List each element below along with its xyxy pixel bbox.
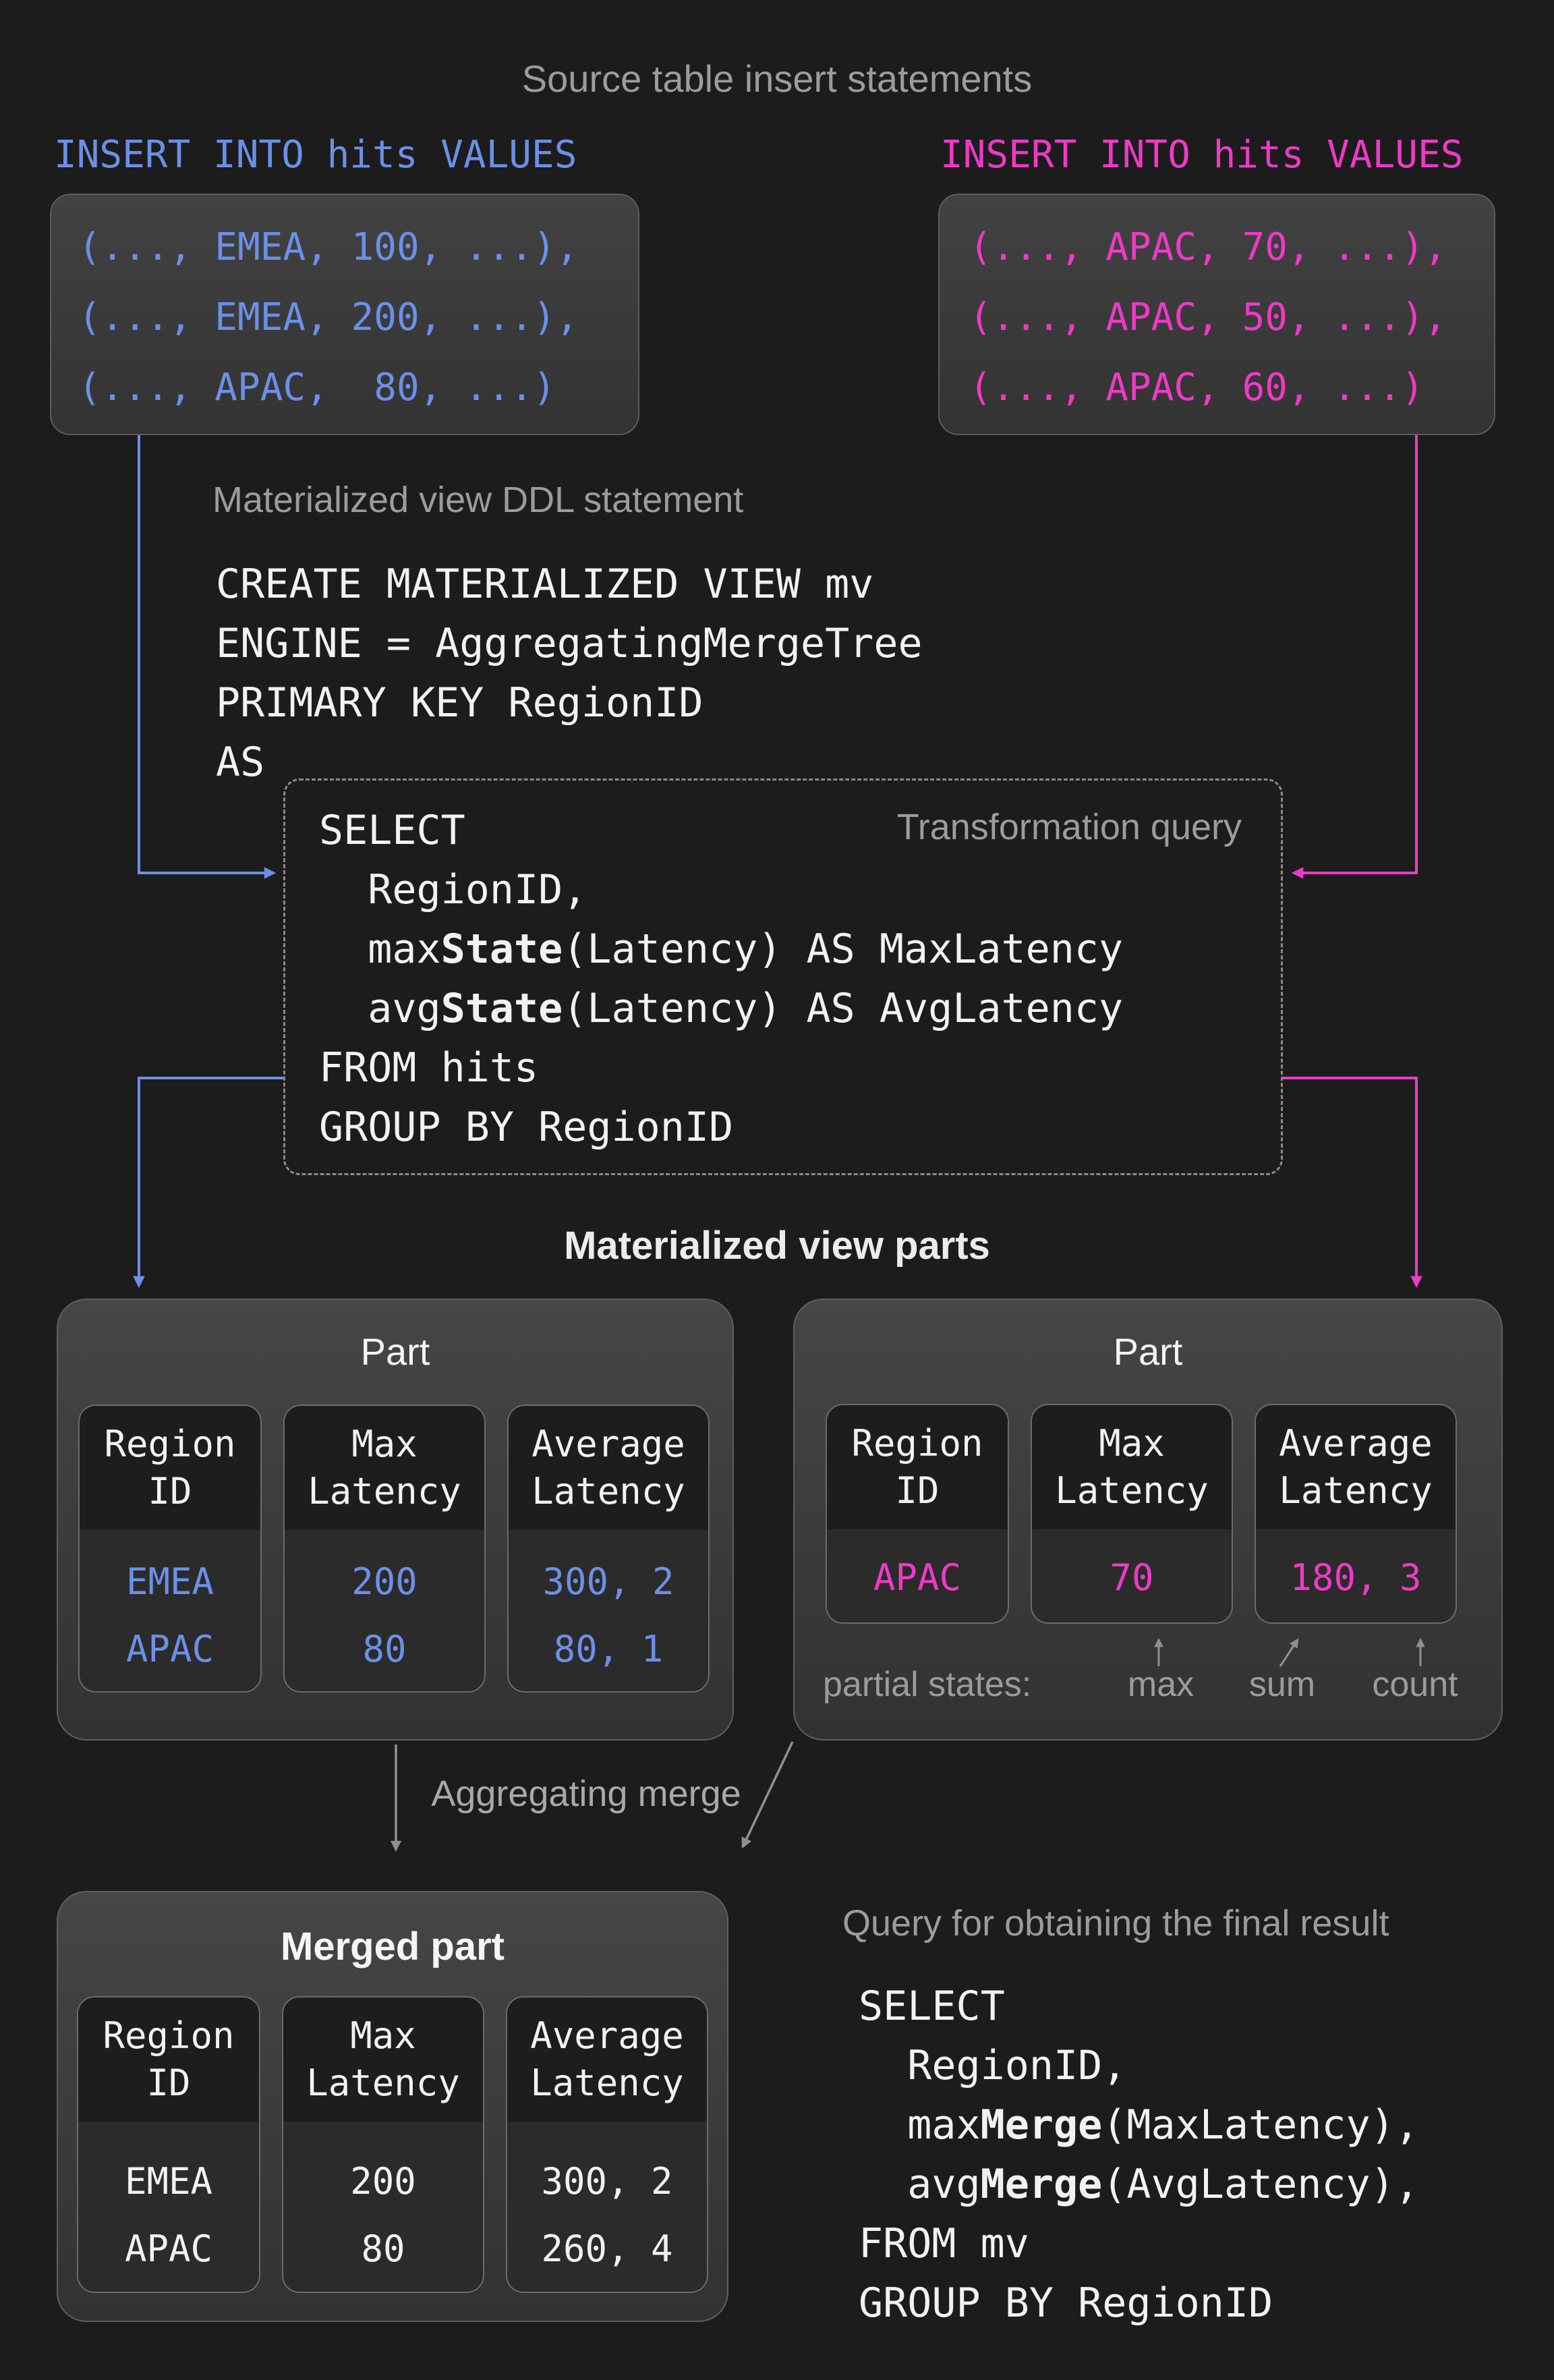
code-line: RegionID, — [859, 2042, 1127, 2089]
region-id-column: Region ID APAC — [826, 1404, 1009, 1624]
cell-value: 180, 3 — [1290, 1556, 1422, 1599]
ddl-heading: Materialized view DDL statement — [212, 480, 744, 520]
right-insert-line: (..., APAC, 60, ...) — [969, 366, 1424, 409]
transformation-query-box: Transformation query SELECT RegionID, ma… — [283, 778, 1283, 1175]
column-header: Average Latency — [509, 1406, 708, 1530]
column-header: Average Latency — [507, 1998, 707, 2122]
merged-part-title: Merged part — [281, 1925, 505, 1968]
cell-value: 80 — [362, 1627, 407, 1670]
transformation-query-label: Transformation query — [896, 807, 1242, 847]
left-insert-line: (..., EMEA, 200, ...), — [78, 295, 579, 339]
ddl-line: ENGINE = AggregatingMergeTree — [216, 620, 923, 667]
region-id-column: Region ID EMEA APAC — [77, 1996, 260, 2293]
cell-value: EMEA — [124, 2159, 213, 2203]
code-line: FROM mv — [859, 2220, 1029, 2267]
column-header: Max Latency — [283, 1998, 483, 2122]
cell-value: 70 — [1110, 1556, 1154, 1599]
average-latency-column: Average Latency 300, 2 260, 4 — [506, 1996, 708, 2293]
ddl-code: CREATE MATERIALIZED VIEW mv ENGINE = Agg… — [216, 555, 923, 792]
cell-value: 300, 2 — [542, 1560, 674, 1603]
code-line: avgState(Latency) AS AvgLatency — [319, 985, 1124, 1032]
cell-value: 80 — [361, 2227, 405, 2270]
gray-arrow-right-part-to-merged — [741, 1741, 794, 1849]
final-query-heading: Query for obtaining the final result — [842, 1903, 1389, 1944]
code-line: SELECT — [859, 1983, 1005, 2030]
left-insert-header: INSERT INTO hits VALUES — [54, 133, 577, 177]
column-header: Region ID — [827, 1405, 1008, 1529]
code-line: RegionID, — [319, 866, 587, 913]
code-line: maxState(Latency) AS MaxLatency — [319, 926, 1124, 973]
code-line: GROUP BY RegionID — [859, 2279, 1273, 2327]
ddl-line: CREATE MATERIALIZED VIEW mv — [216, 561, 874, 608]
partial-state-count-label: count — [1372, 1665, 1458, 1704]
column-header: Average Latency — [1256, 1405, 1456, 1529]
part-title: Part — [1113, 1330, 1183, 1373]
transformation-query-code: SELECT RegionID, maxState(Latency) AS Ma… — [319, 801, 1123, 1157]
code-line: FROM hits — [319, 1044, 539, 1092]
average-latency-column: Average Latency 180, 3 — [1255, 1404, 1457, 1624]
cell-value: 260, 4 — [541, 2227, 673, 2270]
blue-arrow-query-to-part — [133, 1077, 283, 1288]
region-id-column: Region ID EMEA APAC — [78, 1405, 262, 1693]
right-part-box: Part Region ID APAC Max Latency 70 Avera… — [793, 1299, 1503, 1740]
partial-states-label: partial states: — [823, 1665, 1032, 1704]
right-insert-line: (..., APAC, 50, ...), — [969, 295, 1447, 339]
final-query-code: SELECT RegionID, maxMerge(MaxLatency), a… — [859, 1977, 1419, 2333]
cell-value: APAC — [124, 2227, 213, 2270]
cell-value: 80, 1 — [553, 1627, 664, 1670]
right-insert-box: (..., APAC, 70, ...), (..., APAC, 50, ..… — [938, 194, 1495, 435]
pink-arrow-query-to-part — [1283, 1077, 1422, 1288]
average-latency-column: Average Latency 300, 2 80, 1 — [507, 1405, 710, 1693]
cell-value: 200 — [351, 1560, 418, 1603]
code-line: avgMerge(AvgLatency), — [859, 2161, 1419, 2208]
code-line: GROUP BY RegionID — [319, 1104, 734, 1151]
cell-value: APAC — [873, 1556, 962, 1599]
code-line: SELECT — [319, 807, 465, 854]
left-insert-line: (..., APAC, 80, ...) — [78, 366, 556, 409]
cell-value: 300, 2 — [541, 2159, 673, 2203]
left-insert-box: (..., EMEA, 100, ...), (..., EMEA, 200, … — [50, 194, 639, 435]
merged-part-box: Merged part Region ID EMEA APAC Max Late… — [57, 1891, 728, 2322]
cell-value: EMEA — [125, 1560, 214, 1603]
pink-arrow-insert-to-query — [1291, 435, 1418, 879]
right-insert-line: (..., APAC, 70, ...), — [969, 225, 1447, 269]
max-latency-column: Max Latency 200 80 — [282, 1996, 484, 2293]
cell-value: 200 — [350, 2159, 416, 2203]
source-statements-heading: Source table insert statements — [521, 57, 1033, 100]
column-header: Region ID — [78, 1998, 259, 2122]
column-header: Max Latency — [285, 1406, 484, 1530]
column-header: Region ID — [80, 1406, 260, 1530]
code-line: maxMerge(MaxLatency), — [859, 2101, 1419, 2149]
partial-state-max-label: max — [1127, 1665, 1195, 1704]
left-part-box: Part Region ID EMEA APAC Max Latency 200… — [57, 1299, 734, 1740]
column-header: Max Latency — [1032, 1405, 1232, 1529]
right-insert-header: INSERT INTO hits VALUES — [940, 133, 1464, 177]
cell-value: APAC — [125, 1627, 214, 1670]
partial-state-sum-label: sum — [1248, 1665, 1316, 1704]
part-title: Part — [360, 1330, 430, 1373]
ddl-line: PRIMARY KEY RegionID — [216, 679, 703, 727]
max-latency-column: Max Latency 70 — [1031, 1404, 1233, 1624]
max-latency-column: Max Latency 200 80 — [283, 1405, 486, 1693]
materialized-view-parts-heading: Materialized view parts — [564, 1224, 990, 1268]
aggregating-merge-label: Aggregating merge — [431, 1774, 741, 1814]
left-insert-line: (..., EMEA, 100, ...), — [78, 225, 579, 269]
